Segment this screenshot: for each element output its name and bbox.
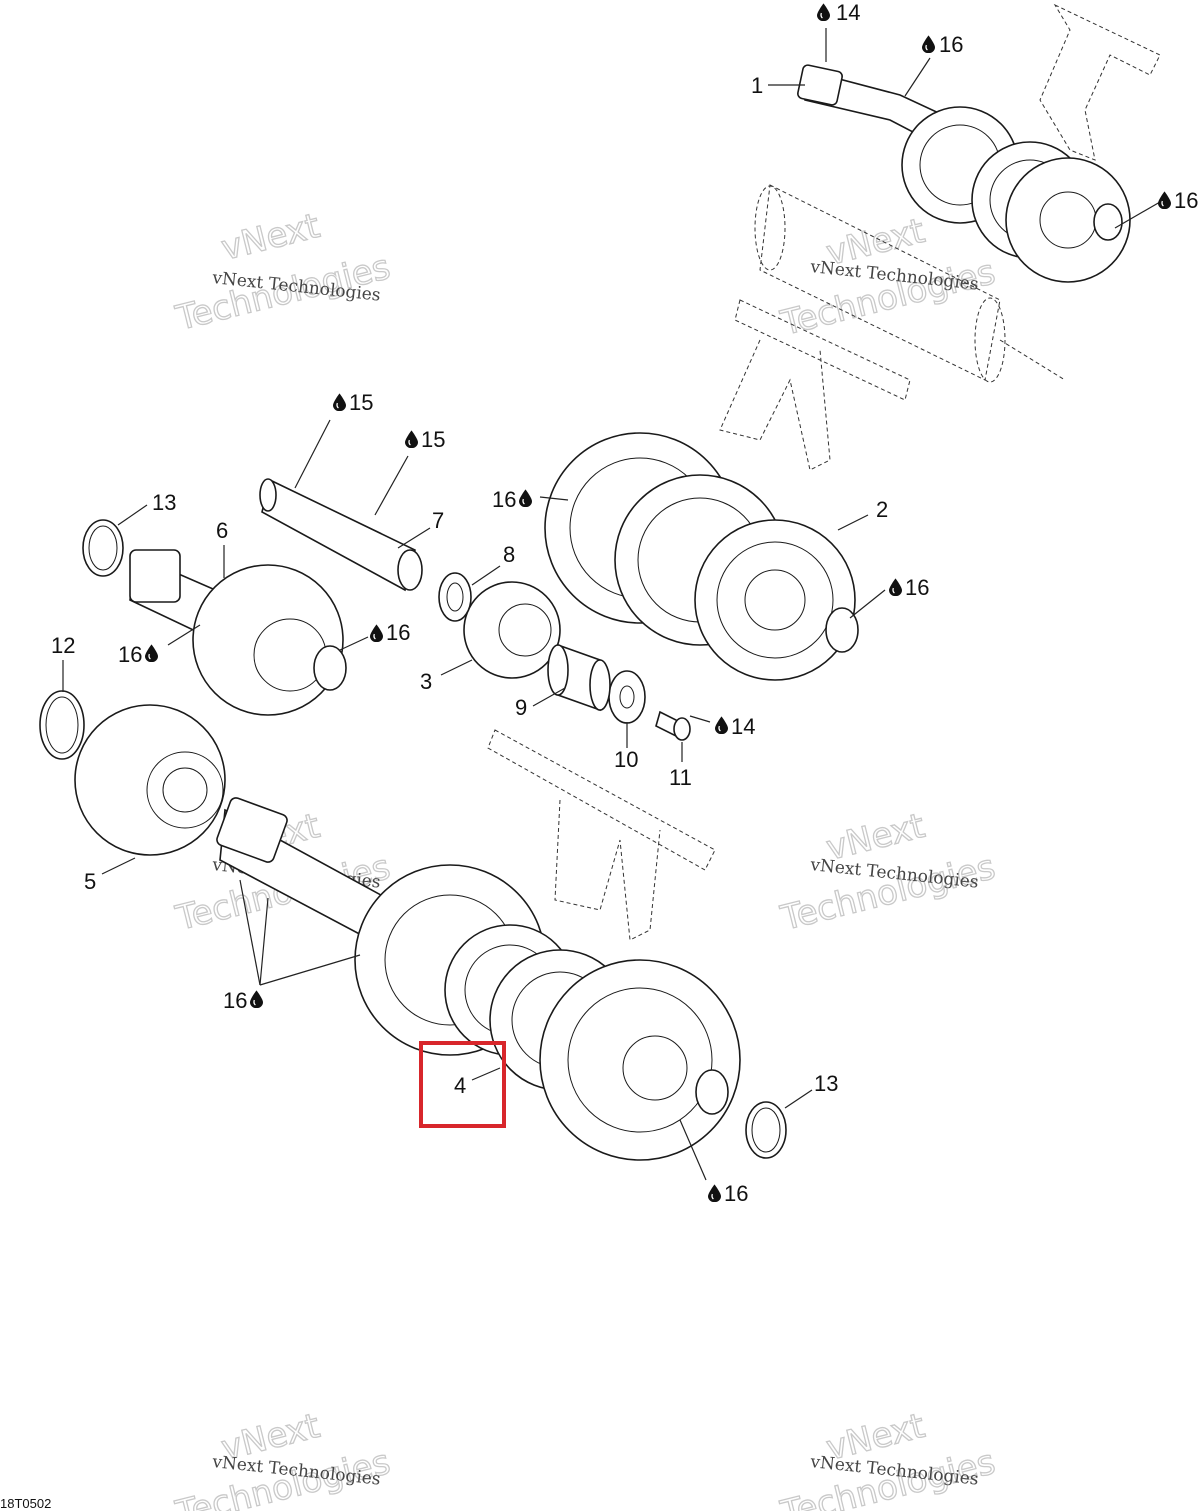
part-10-washer: [608, 670, 646, 724]
watermark-bottom-right: vNext Technologies vNext Technologies: [776, 1405, 1000, 1511]
callout-10: 10: [614, 747, 638, 772]
oil-drop-icon: [715, 716, 728, 734]
oil-drop-icon: [519, 489, 532, 507]
part-4-output-shaft: [216, 797, 741, 1161]
part-1-input-shaft: [797, 64, 1131, 283]
callout-7: 7: [432, 508, 444, 533]
callout-14-screw: 14: [731, 714, 755, 739]
callout-16-gear2-end: 16: [905, 575, 929, 600]
watermark-top-left: vNext Technologies vNext Technologies: [171, 205, 395, 339]
callout-15-b: 15: [421, 427, 445, 452]
callout-1: 1: [751, 73, 763, 98]
callout-16-output: 16: [223, 988, 247, 1013]
callout-16-shaft6-end: 16: [386, 620, 410, 645]
shift-fork-shaft-upper: [719, 299, 911, 471]
callout-16-shaft6: 16: [118, 642, 142, 667]
shift-fork-shaft-lower: [487, 729, 716, 941]
callout-15-a: 15: [349, 390, 373, 415]
callout-2: 2: [876, 497, 888, 522]
callout-14-top: 14: [836, 0, 860, 25]
callout-4: 4: [454, 1073, 466, 1098]
oil-drop-icon: [817, 3, 830, 21]
callout-6: 6: [216, 518, 228, 543]
oil-drop-icon: [250, 990, 263, 1008]
svg-text:Technologies: Technologies: [777, 847, 1000, 939]
part-7-pin: [259, 478, 423, 592]
part-2-countershaft-gears: [544, 432, 859, 681]
watermark-top-right: vNext Technologies vNext Technologies: [776, 210, 1000, 344]
oil-drop-icon: [370, 624, 383, 642]
oil-drop-icon: [708, 1184, 721, 1202]
callout-16-top: 16: [939, 32, 963, 57]
svg-text:vNext: vNext: [218, 206, 324, 269]
highlight-box-part-4: [419, 1041, 506, 1128]
callout-3: 3: [420, 669, 432, 694]
shift-drum: [754, 184, 1066, 383]
callout-8: 8: [503, 542, 515, 567]
part-9-needle-bearing: [547, 643, 611, 712]
part-6-shaft-gear: [129, 549, 347, 716]
part-11-screw: [655, 710, 691, 741]
shift-fork-top: [1039, 3, 1161, 161]
callout-16-right: 16: [1174, 188, 1198, 213]
callout-labels: 1 14 16 16 15 15 7 8 16 2 16 13 6 16 16 …: [51, 0, 1198, 1206]
leader-lines: [62, 28, 1161, 1181]
oil-drop-icon: [145, 644, 158, 662]
callout-16-bottom: 16: [724, 1181, 748, 1206]
oil-drop-icon: [405, 430, 418, 448]
watermark-mid-right: vNext Technologies vNext Technologies: [776, 805, 1000, 939]
part-5-gear: [74, 704, 226, 856]
callout-13-bottom: 13: [814, 1071, 838, 1096]
callout-13-top: 13: [152, 490, 176, 515]
part-3-gear: [463, 581, 561, 679]
oil-drop-icon: [333, 393, 346, 411]
callout-5: 5: [84, 869, 96, 894]
callout-12: 12: [51, 633, 75, 658]
part-8-washer: [438, 572, 472, 622]
oil-drop-icon: [889, 578, 902, 596]
oil-drop-icon: [1158, 191, 1171, 209]
callout-11: 11: [669, 765, 692, 790]
part-13-ring-bottom: [745, 1101, 787, 1159]
callout-16-gear2: 16: [492, 487, 516, 512]
callout-9: 9: [515, 695, 527, 720]
part-12-circlip: [39, 690, 85, 760]
oil-drop-icon: [922, 35, 935, 53]
watermark-bottom-left: vNext Technologies vNext Technologies: [171, 1405, 395, 1511]
diagram-code: 18T0502: [0, 1496, 51, 1511]
part-13-ring-top: [82, 519, 124, 577]
